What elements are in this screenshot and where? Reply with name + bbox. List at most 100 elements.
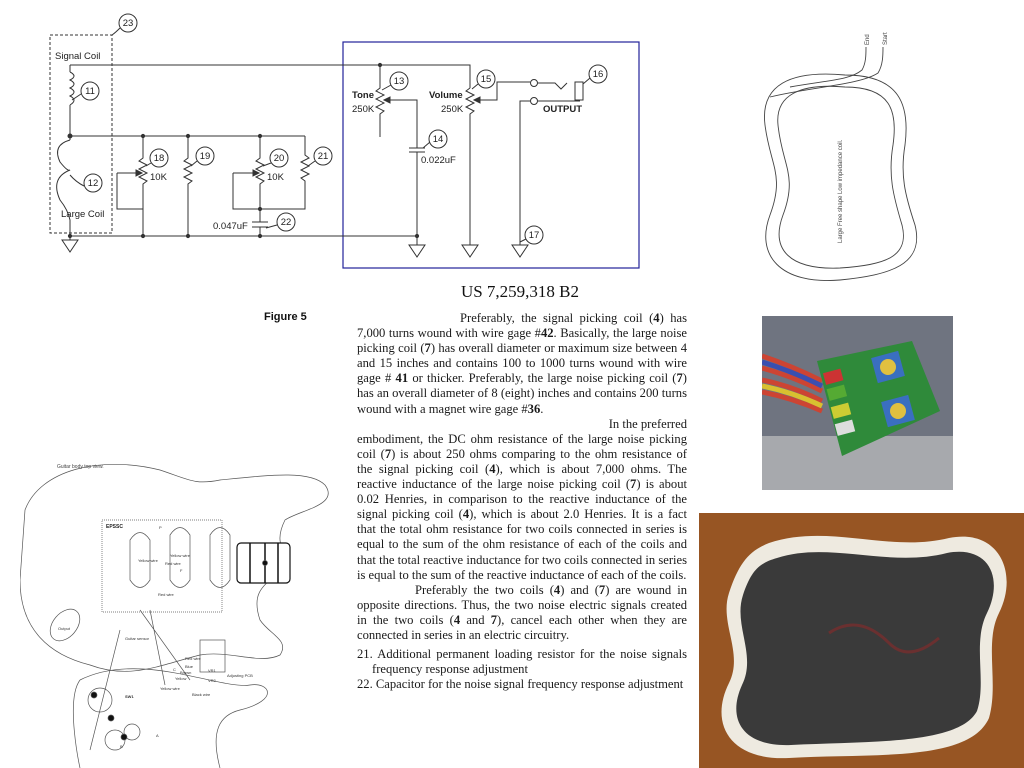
label-f: F <box>180 568 183 573</box>
reference-number: 7 <box>490 612 498 627</box>
coil-start-label: Start <box>883 32 889 45</box>
figure-label: Figure 5 <box>264 311 307 323</box>
text-run: . Basically, the large noise picking coi… <box>357 326 687 356</box>
ref-14: 14 <box>433 134 444 145</box>
epssc-label: EPSSC <box>106 524 123 530</box>
tone-value: 250K <box>352 104 375 115</box>
ref-15: 15 <box>481 74 492 85</box>
reference-number: 7 <box>676 371 683 386</box>
label-p: P <box>159 525 162 530</box>
yellow-wire-label: Yellow wire <box>160 686 181 691</box>
reference-number: 4 <box>453 612 461 627</box>
large-coil-label: Large Coil <box>61 209 104 220</box>
ref-22: 22 <box>281 217 292 228</box>
output-jack-label: Output <box>58 626 71 631</box>
ref-20: 20 <box>274 153 285 164</box>
vr1-label: VR1 <box>208 668 217 673</box>
reference-number: 36 <box>527 401 541 416</box>
reference-number: 42 <box>540 326 554 341</box>
signal-coil-label: Signal Coil <box>55 51 100 62</box>
signal-coil-11 <box>68 71 75 106</box>
patent-body-text: Preferably, the signal picking coil (4) … <box>357 311 687 692</box>
ref-19: 19 <box>200 151 211 162</box>
text-run: ) has overall diameter or maximum size b… <box>357 341 687 386</box>
text-run: ), which is about 7,000 ohms. The reacti… <box>357 461 687 492</box>
adjusting-pcb-label: Adjusting PCB <box>227 673 253 678</box>
control-box <box>342 41 640 269</box>
label-b: B <box>120 744 123 749</box>
ground-icon <box>61 239 79 253</box>
guitar-wiring-diagram: Guitar body top view. EPSSC P F Yellow w… <box>20 463 329 768</box>
red-wire-label: Red wire <box>165 561 182 566</box>
text-run: or thicker. Preferably, the large noise … <box>408 371 677 386</box>
ref-23: 23 <box>123 18 134 29</box>
text-run: ) is about 0.02 Henries, in comparison t… <box>357 477 687 522</box>
coil-diagram: End Start Large Free shape Low impedance… <box>764 32 918 281</box>
volume-value: 250K <box>441 104 464 115</box>
text-run: embodiment, the DC ohm resistance of the… <box>357 431 687 461</box>
reference-number: 4 <box>489 461 496 476</box>
text-run: ) has 7,000 turns wound with wire gage # <box>357 311 687 341</box>
yellow-wire-label: Yellow <box>175 676 187 681</box>
ref-12: 12 <box>88 178 99 189</box>
reference-number: 7 <box>384 446 392 461</box>
large-coil-12 <box>56 139 71 225</box>
blue-wire-label: Blue <box>185 664 194 669</box>
reference-number: 4 <box>653 311 660 325</box>
cap22-value: 0.047uF <box>213 221 248 232</box>
reference-number: 7 <box>598 582 606 597</box>
brown-wire-label: Brown <box>180 670 191 675</box>
sw1-label: SW1 <box>125 694 134 699</box>
red-wire-label: Red wire <box>158 592 175 597</box>
guitar-cavity-photo <box>699 513 1024 768</box>
paragraph-coil-specs: Preferably, the signal picking coil (4) … <box>357 311 687 417</box>
list-item: 21. Additional permanent loading resisto… <box>357 647 687 677</box>
text-run: ) are wound in opposite directions. Thus… <box>357 582 688 627</box>
black-wire-label: Black wire <box>192 692 211 697</box>
reference-callouts <box>69 13 608 245</box>
ref-21: 21 <box>318 151 329 162</box>
output-label: OUTPUT <box>543 104 582 115</box>
text-run: ), cancel each other when they are conne… <box>357 612 687 642</box>
text-run: ) has an overall diameter of 8 (eight) i… <box>357 371 687 416</box>
yellow-wire-label: Yellow wire <box>170 553 191 558</box>
pot18-value: 10K <box>150 172 168 183</box>
text-run: ), which is about 2.0 Henries. It is a f… <box>357 507 687 582</box>
yellow-wire-label: Yellow wire <box>138 558 159 563</box>
ref-13: 13 <box>394 76 405 87</box>
reference-number: 7 <box>424 341 431 356</box>
ground-icon <box>408 244 529 258</box>
guitar-sensor-label: Guitar sensor <box>125 636 150 641</box>
reference-number: 7 <box>630 477 637 492</box>
text-run: Preferably the two coils ( <box>415 582 554 597</box>
patent-number: US 7,259,318 B2 <box>460 282 580 301</box>
cap14-value: 0.022uF <box>421 155 456 166</box>
coil-end-label: End <box>865 34 871 45</box>
list-item: 22. Capacitor for the noise signal frequ… <box>357 677 684 692</box>
coil-caption: Large Free shape Low impedance coil. <box>838 139 844 243</box>
tone-label: Tone <box>352 90 374 101</box>
ref-17: 17 <box>529 230 540 241</box>
reference-number: 4 <box>462 507 470 522</box>
reference-number: 4 <box>553 582 561 597</box>
reference-list: 21. Additional permanent loading resisto… <box>357 647 687 692</box>
pot20-value: 10K <box>267 172 285 183</box>
label-c: C <box>173 667 176 672</box>
ref-11: 11 <box>85 86 95 97</box>
guitar-diagram-title: Guitar body top view. <box>57 464 104 470</box>
text-run: ) is about 250 ohms comparing to the ohm… <box>357 446 687 476</box>
paragraph-heading-fragment: In the preferred <box>608 416 687 431</box>
reference-number: 41 <box>395 371 409 386</box>
text-run: and <box>460 612 491 627</box>
ref-18: 18 <box>154 153 165 164</box>
text-run: . <box>540 401 544 416</box>
paragraph-resistance: embodiment, the DC ohm resistance of the… <box>357 432 687 583</box>
text-run: Preferably, the signal picking coil ( <box>460 311 654 325</box>
text-run: ) and ( <box>560 582 599 597</box>
paragraph-winding: Preferably the two coils (4) and (7) are… <box>357 583 687 643</box>
label-a: A <box>156 733 159 738</box>
volume-label: Volume <box>429 90 463 101</box>
circuit-schematic: 23 11 12 18 19 20 21 22 13 14 15 16 17 S… <box>49 13 640 269</box>
vr2-label: VR2 <box>208 678 217 683</box>
red-wire-label: Red wire <box>185 656 202 661</box>
